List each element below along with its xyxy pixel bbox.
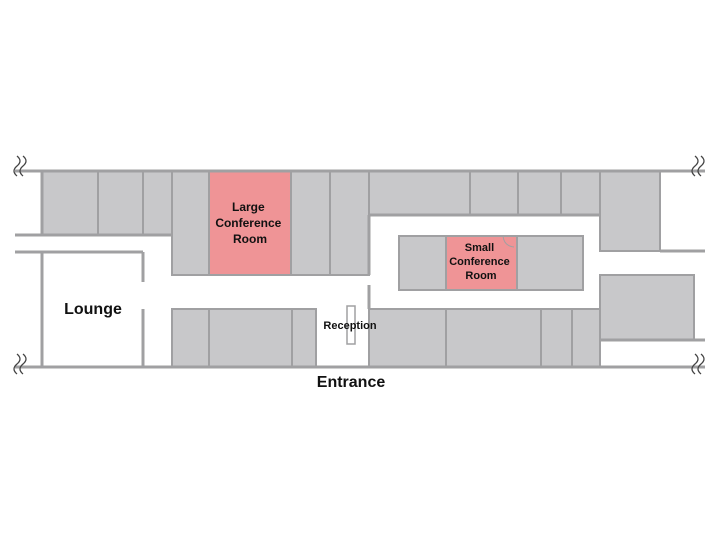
office-bottom-1 [171,308,210,368]
office-top-2 [97,170,144,236]
break-mark-bottom-right [691,353,705,375]
break-mark-top-left [13,155,27,177]
office-east [599,274,695,341]
entrance-label: Entrance [317,374,386,391]
office-top-11 [599,170,661,252]
office-bottom-7 [571,308,601,368]
office-bottom-5 [445,308,542,368]
office-top-3 [142,170,173,236]
office-bottom-2 [208,308,293,368]
small-conference-room-line-3: Room [465,270,496,282]
office-bottom-4 [368,308,447,368]
office-bottom-3 [291,308,317,368]
office-top-8 [469,170,519,216]
office-top-5 [290,170,331,276]
office-island-right [516,235,584,291]
large-conference-room[interactable] [208,170,292,276]
office-top-10 [560,170,601,216]
door-swing [502,235,515,248]
office-top-9 [517,170,562,216]
office-top-1 [41,170,99,236]
office-bottom-6 [540,308,573,368]
small-conference-room-line-1: Small [465,242,494,254]
lounge-label: Lounge [64,301,122,318]
reception-label: Reception [323,320,376,332]
break-mark-top-right [691,155,705,177]
reception-desk [346,305,356,345]
large-conference-room-line-2: Conference [215,216,281,230]
break-mark-bottom-left [13,353,27,375]
office-top-7 [368,170,471,216]
small-conference-room-line-2: Conference [449,256,510,268]
large-conference-room-label: Large Conference Room [215,200,284,246]
small-conference-room[interactable] [445,235,518,291]
large-conference-room-line-1: Large [232,200,265,214]
office-top-4 [171,170,210,276]
office-top-6 [329,170,370,276]
office-island-left [398,235,447,291]
small-conference-room-label: Small Conference Room [449,242,513,282]
large-conference-room-line-3: Room [233,232,267,246]
